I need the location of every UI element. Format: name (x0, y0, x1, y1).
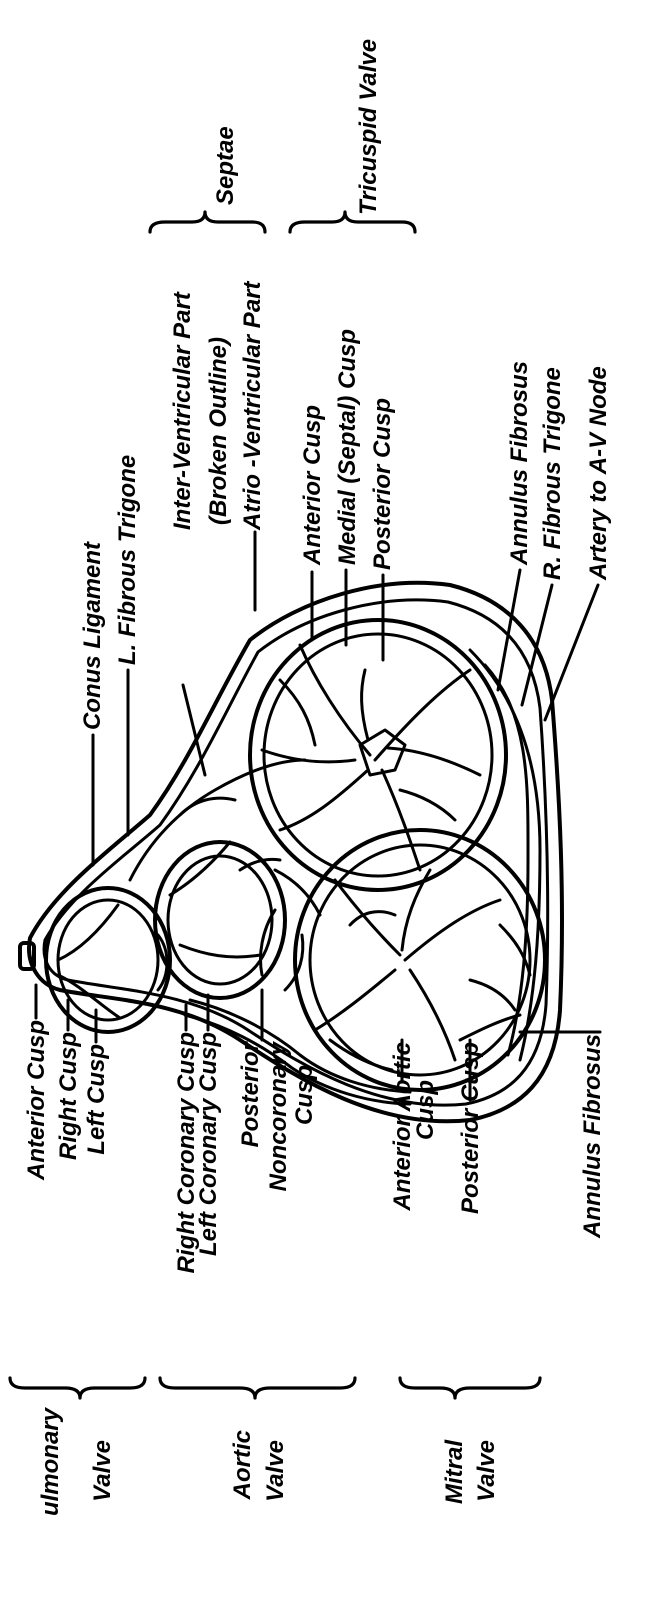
label-septae: Septae (212, 126, 239, 205)
label-mitral: Mitral (441, 1439, 468, 1504)
label-aortic: Aortic (229, 1430, 256, 1500)
label-posterior: Posterior (237, 1040, 264, 1147)
label-l-fibrous-trigone: L. Fibrous Trigone (114, 455, 141, 665)
annulus-band-left (130, 760, 305, 880)
label-mitral-valve: Valve (473, 1440, 500, 1502)
label-anterior-aortic-cusp-word: Cusp (412, 1080, 439, 1140)
tricuspid-valve-drawing (250, 620, 506, 890)
aortic-brace (160, 1378, 355, 1398)
tricuspid-brace (290, 212, 415, 232)
label-pulmonary-valve: Valve (89, 1440, 116, 1502)
label-pulmonary-anterior-cusp: Anterior Cusp (23, 1020, 50, 1181)
label-pulmonary: ulmonary (37, 1406, 64, 1516)
mitral-brace (400, 1378, 540, 1398)
label-noncoronary: Noncoronary (265, 1040, 292, 1191)
label-tricuspid-anterior-cusp: Anterior Cusp (299, 405, 326, 566)
label-r-fibrous-trigone: R. Fibrous Trigone (539, 367, 566, 580)
label-tricuspid-posterior-cusp: Posterior Cusp (369, 398, 396, 570)
label-annulus-fibrosus-bottom: Annulus Fibrosus (579, 1034, 606, 1239)
septae-brace (150, 212, 265, 232)
label-inter-ventricular-part: Inter-Ventricular Part (169, 291, 196, 530)
label-left-coronary-cusp: Left Coronary Cusp (195, 1032, 222, 1256)
label-broken-outline: (Broken Outline) (205, 337, 232, 525)
label-artery-to-av-node: Artery to A-V Node (585, 366, 612, 581)
annulus-band-right-2 (485, 665, 528, 1055)
labels: Tricuspid Valve Septae Inter-Ventricular… (23, 39, 612, 1516)
label-medial-septal-cusp: Medial (Septal) Cusp (334, 329, 361, 565)
label-pulmonary-right-cusp: Right Cusp (55, 1032, 82, 1160)
label-mitral-posterior-cusp: Posterior Cusp (457, 1042, 484, 1214)
label-cusp: Cusp (291, 1065, 318, 1125)
label-pulmonary-left-cusp: Left Cusp (83, 1044, 110, 1155)
pulmonary-brace (10, 1378, 145, 1398)
label-conus-ligament: Conus Ligament (79, 541, 106, 730)
aortic-valve-drawing (155, 798, 285, 998)
label-tricuspid-valve: Tricuspid Valve (355, 39, 382, 215)
label-atrio-ventricular-part: Atrio -Ventricular Part (239, 280, 266, 531)
label-annulus-fibrosus-top: Annulus Fibrosus (506, 361, 533, 566)
label-aortic-valve: Valve (262, 1440, 289, 1502)
